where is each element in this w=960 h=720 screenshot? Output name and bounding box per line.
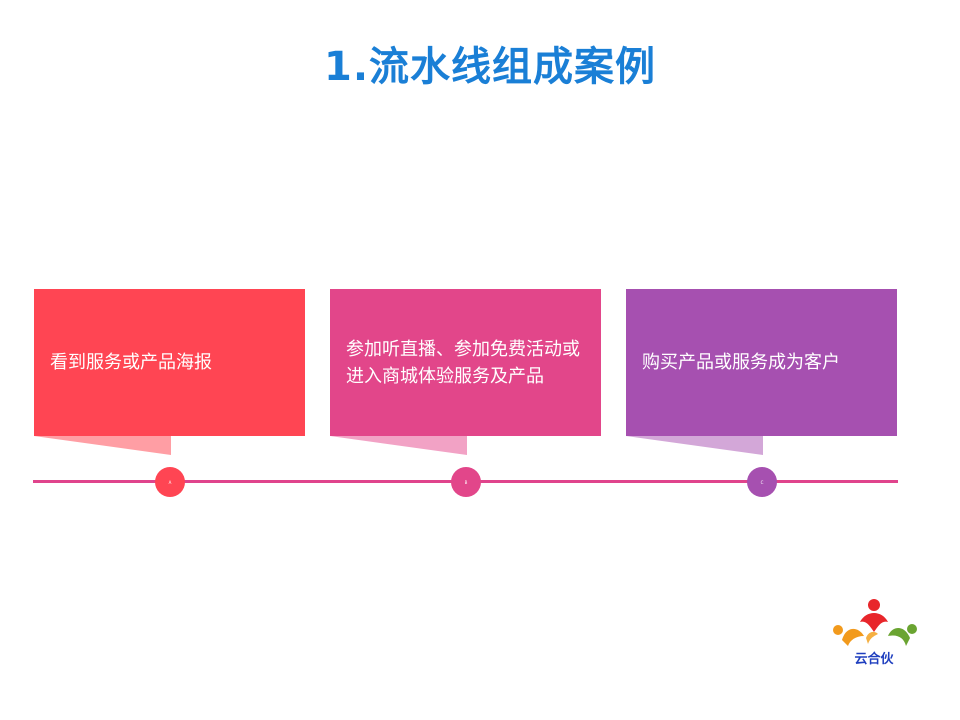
step-text-2: 参加听直播、参加免费活动或进入商城体验服务及产品 bbox=[346, 338, 580, 387]
marker-label-b: B bbox=[464, 479, 468, 485]
logo-people-icon bbox=[833, 599, 917, 646]
step-tail-1 bbox=[34, 436, 171, 455]
marker-label-a: A bbox=[168, 479, 172, 485]
step-tail-3 bbox=[626, 436, 763, 455]
step-card-1: 看到服务或产品海报 bbox=[34, 289, 305, 436]
step-card-3: 购买产品或服务成为客户 bbox=[626, 289, 897, 436]
marker-label-c: C bbox=[760, 479, 764, 485]
logo-text: 云合伙 bbox=[854, 652, 894, 667]
step-tail-2 bbox=[330, 436, 467, 455]
step-text-1: 看到服务或产品海报 bbox=[50, 352, 212, 373]
timeline-marker-b: B bbox=[451, 467, 481, 497]
timeline-marker-c: C bbox=[747, 467, 777, 497]
timeline-marker-a: A bbox=[155, 467, 185, 497]
page-title: 1.流水线组成案例 bbox=[323, 44, 657, 90]
step-text-3: 购买产品或服务成为客户 bbox=[642, 352, 840, 373]
step-card-2: 参加听直播、参加免费活动或进入商城体验服务及产品 bbox=[330, 289, 601, 436]
brand-logo: 云合伙 bbox=[828, 596, 920, 676]
